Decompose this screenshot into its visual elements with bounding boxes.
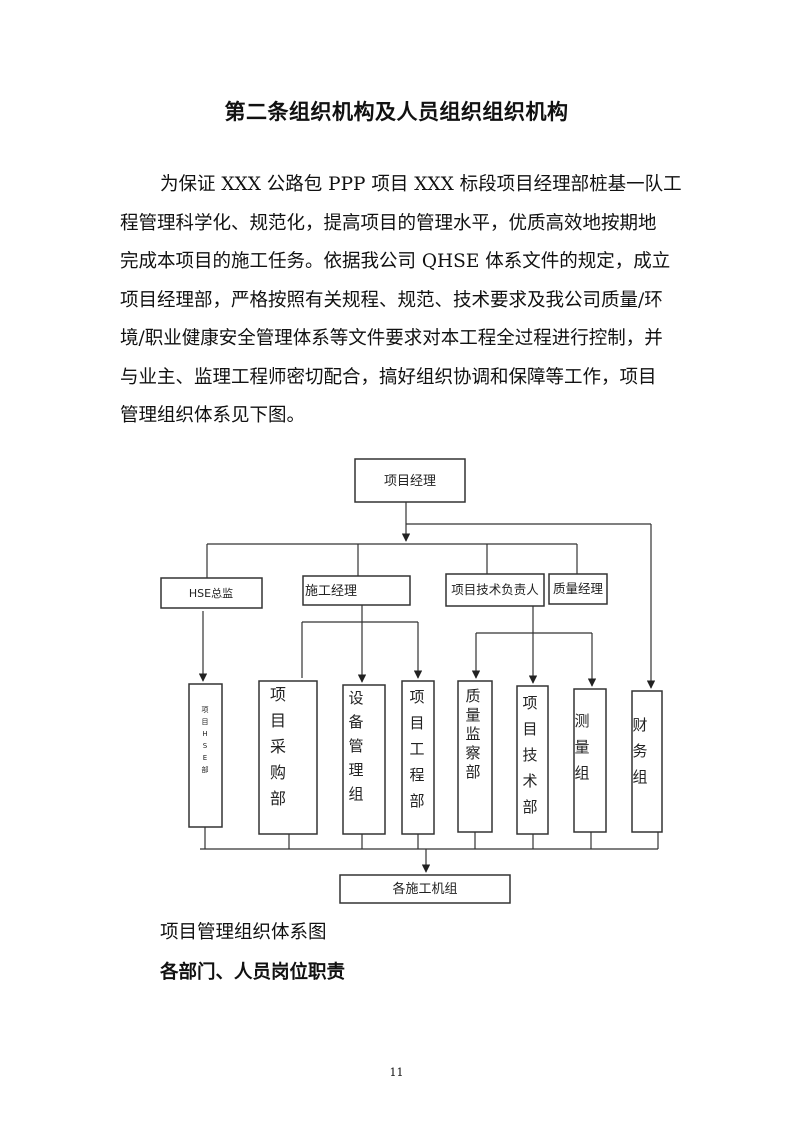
finance-group-box — [631, 690, 663, 833]
root-box — [354, 458, 466, 503]
procurement-dept-box — [258, 680, 318, 835]
survey-group-label: 测量组 — [574, 712, 589, 782]
document-title: 第二条组织机构及人员组织组织机构 — [224, 100, 569, 124]
technical-lead-box — [445, 573, 545, 607]
paragraph-line: 项目经理部，严格按照有关规程、规范、技术要求及我公司质量/环 — [120, 289, 663, 311]
technical-dept-label: 项目技术部 — [522, 694, 537, 816]
connector-lines — [198, 502, 659, 873]
page-number: 11 — [389, 1066, 404, 1079]
quality-manager-box — [548, 573, 608, 605]
bottom-label: 各施工机组 — [392, 881, 457, 897]
technical-lead-label: 项目技术负责人 — [451, 582, 539, 597]
body-paragraph: 为保证 XXX 公路包 PPP 项目 XXX 标段项目经理部桩基一队工 程管理科… — [120, 166, 682, 436]
technical-dept-box — [516, 685, 549, 835]
construction-manager-box — [302, 575, 411, 606]
hse-director-label: HSE总监 — [189, 586, 233, 600]
procurement-dept-label: 项目采购部 — [270, 685, 286, 808]
construction-manager-label: 施工经理 — [305, 584, 357, 599]
equipment-group-label: 设备管理组 — [348, 689, 363, 803]
engineering-dept-label: 项目工程部 — [409, 688, 424, 810]
org-boxes — [160, 458, 663, 904]
survey-group-box — [573, 688, 607, 833]
paragraph-line: 与业主、监理工程师密切配合，搞好组织协调和保障等工作，项目 — [120, 366, 657, 388]
bottom-box — [339, 874, 511, 904]
paragraph-line: 境/职业健康安全管理体系等文件要求对本工程全过程进行控制，并 — [120, 328, 663, 349]
hse-director-box — [160, 577, 263, 609]
figure-caption: 项目管理组织体系图 — [160, 922, 327, 943]
quality-supervision-label: 质量监察部 — [465, 687, 480, 781]
quality-manager-label: 质量经理 — [553, 581, 604, 596]
paragraph-line: 完成本项目的施工任务。依据我公司 QHSE 体系文件的规定，成立 — [120, 251, 671, 272]
paragraph-line: 管理组织体系见下图。 — [120, 405, 306, 426]
section-subheading: 各部门、人员岗位职责 — [160, 962, 346, 983]
finance-group-label: 财务组 — [632, 716, 647, 786]
engineering-dept-box — [401, 680, 435, 835]
hse-dept-box — [188, 683, 223, 828]
paragraph-line: 程管理科学化、规范化，提高项目的管理水平，优质高效地按期地 — [120, 212, 657, 234]
paragraph-line: 为保证 XXX 公路包 PPP 项目 XXX 标段项目经理部桩基一队工 — [160, 174, 682, 195]
quality-supervision-box — [457, 680, 493, 833]
equipment-group-box — [342, 684, 386, 835]
root-label: 项目经理 — [384, 474, 436, 489]
